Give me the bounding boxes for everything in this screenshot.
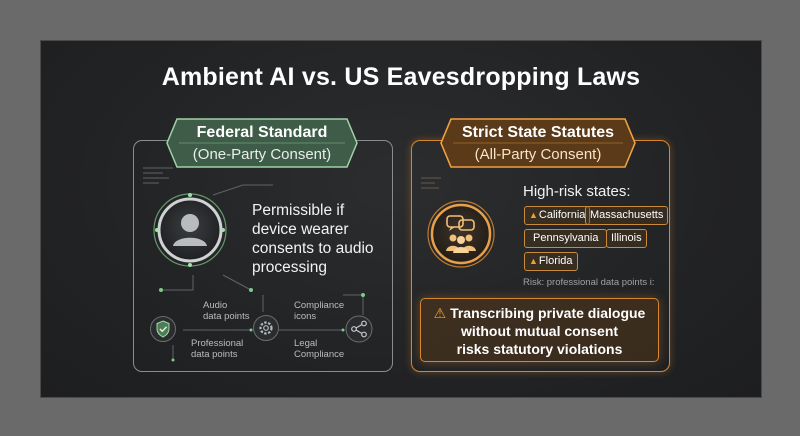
state-badge: Strict State Statutes (All-Party Consent… xyxy=(443,119,633,165)
state-name: California xyxy=(538,209,586,221)
federal-desc-line: Permissible if xyxy=(252,202,345,219)
user-avatar-icon xyxy=(153,193,227,267)
page-title: Ambient AI vs. US Eavesdropping Laws xyxy=(161,63,641,91)
state-chip-california: ▲California xyxy=(524,206,591,225)
node-professional-label: Professional data points xyxy=(191,338,243,360)
high-risk-label: High-risk states: xyxy=(523,183,631,200)
state-subtitle: (All-Party Consent) xyxy=(474,146,602,163)
warning-line-text: Transcribing private dialogue xyxy=(450,305,646,321)
infographic-canvas: Ambient AI vs. US Eavesdropping Laws Fed… xyxy=(40,40,762,398)
node-audio-label: Audio data points xyxy=(203,300,249,322)
share-network-icon xyxy=(345,315,373,343)
federal-circuit-lines xyxy=(143,167,365,362)
federal-subtitle: (One-Party Consent) xyxy=(192,146,332,163)
warning-line: without mutual consent xyxy=(460,323,619,339)
state-badge-shape xyxy=(440,118,636,168)
shield-check-icon xyxy=(150,316,176,342)
federal-badge-shape xyxy=(166,118,358,168)
state-chip-pennsylvania: Pennsylvania xyxy=(524,229,608,248)
node-label-line: Legal xyxy=(294,338,318,349)
risk-note: Risk: professional data points i: xyxy=(523,277,655,288)
federal-title: Federal Standard xyxy=(196,124,328,141)
state-chip-massachusetts: Massachusetts xyxy=(585,206,669,225)
federal-desc-line: device wearer xyxy=(252,221,349,238)
node-label-line: Professional xyxy=(191,338,244,349)
state-name: Illinois xyxy=(611,232,642,244)
node-label-line: Compliance xyxy=(294,300,345,311)
node-label-line: data points xyxy=(191,349,238,360)
state-name: Pennsylvania xyxy=(533,232,599,244)
warning-icon: ⚠ xyxy=(433,305,447,321)
state-chip-florida: ▲Florida xyxy=(524,252,578,271)
chat-group-icon xyxy=(427,200,495,268)
gear-icon xyxy=(253,315,279,341)
warning-line: ⚠ Transcribing private dialogue xyxy=(421,305,658,322)
warning-box: ⚠ Transcribing private dialogue without … xyxy=(420,298,659,362)
state-chip-illinois: Illinois xyxy=(606,229,647,248)
warning-icon: ▲ xyxy=(529,256,538,266)
state-name: Massachusetts xyxy=(590,209,664,221)
node-compliance-icons-label: Compliance icons xyxy=(294,300,344,322)
federal-badge: Federal Standard (One-Party Consent) xyxy=(169,119,355,165)
federal-desc-line: processing xyxy=(252,259,327,276)
node-label-line: Compliance xyxy=(294,349,345,360)
warning-line: risks statutory violations xyxy=(456,341,623,357)
state-name: Florida xyxy=(538,255,573,267)
node-label-line: Audio xyxy=(203,300,228,311)
node-label-line: icons xyxy=(294,311,317,322)
federal-desc-line: consents to audio xyxy=(252,240,374,257)
state-title: Strict State Statutes xyxy=(461,124,615,141)
state-circuit-lines xyxy=(421,177,441,189)
federal-description: Permissible if device wearer consents to… xyxy=(252,201,382,277)
warning-icon: ▲ xyxy=(529,210,538,220)
node-label-line: data points xyxy=(203,311,250,322)
node-legal-label: Legal Compliance xyxy=(294,338,344,360)
